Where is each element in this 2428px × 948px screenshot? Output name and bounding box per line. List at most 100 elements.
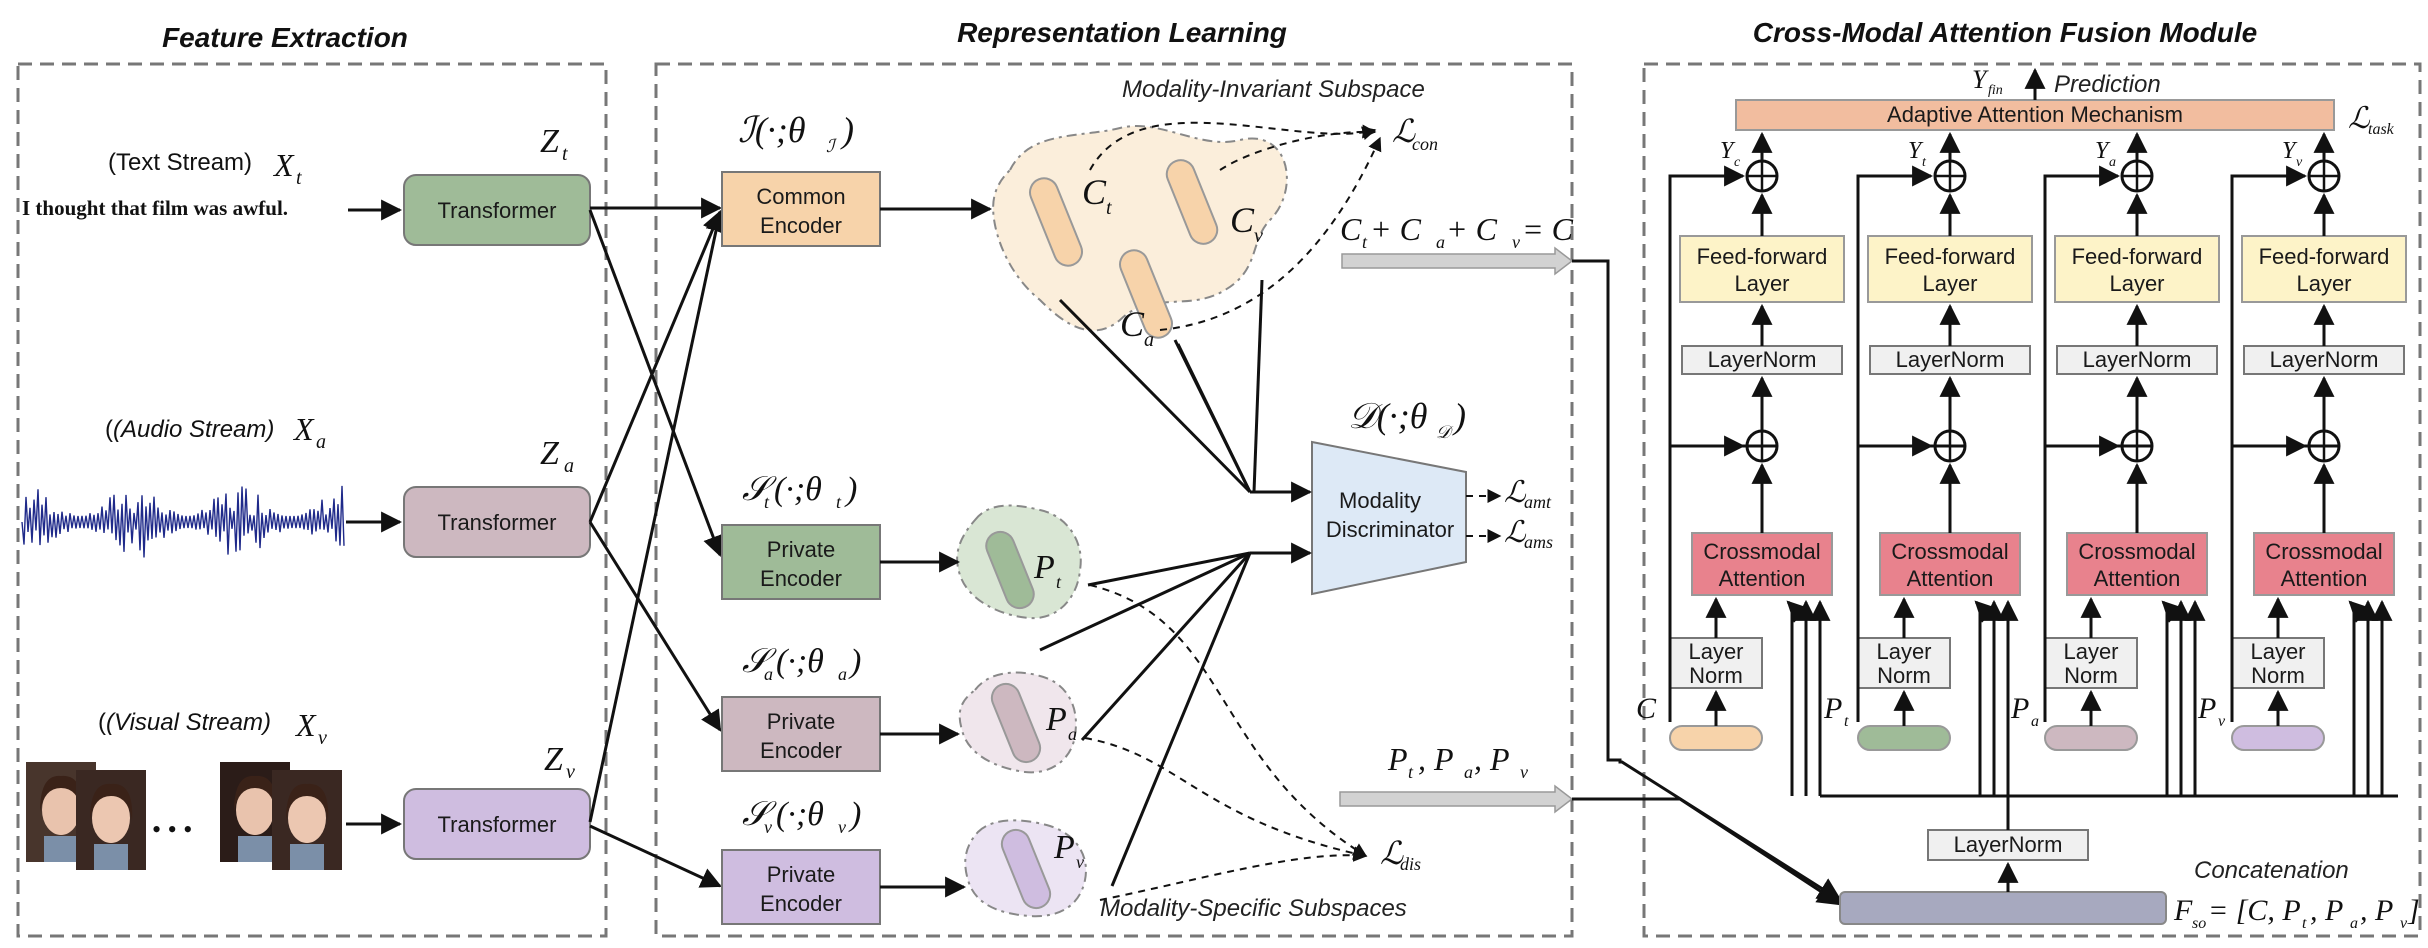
input-capsule-t: [1857, 725, 1951, 751]
layer-norm-label-1-c: Layer: [1688, 639, 1743, 664]
input-label-t: P: [1823, 692, 1842, 725]
svg-text:v: v: [764, 817, 772, 837]
bottom-layernorm-box: [1927, 829, 2089, 861]
layer-norm-label-1-t: Layer: [1876, 639, 1931, 664]
svg-text:): ): [848, 643, 861, 680]
svg-text:F: F: [2173, 894, 2193, 927]
l-amt-label: ℒ amt: [1504, 476, 1552, 512]
cma-label-2-a: Attention: [2094, 566, 2181, 591]
svg-text:v: v: [1254, 225, 1263, 247]
svg-text:𝒟(·;θ: 𝒟(·;θ: [1348, 396, 1427, 436]
y-c-sub: c: [1734, 155, 1741, 170]
prediction-label: Prediction: [2054, 71, 2161, 98]
z-a-label: Z a: [540, 435, 574, 477]
input-sub-v: v: [2218, 713, 2226, 730]
layer-norm-label-1-v: Layer: [2250, 639, 2305, 664]
svg-text:con: con: [1412, 134, 1438, 154]
svg-text:): ): [840, 110, 854, 150]
svg-text:amt: amt: [1524, 492, 1552, 512]
svg-text:= C: = C: [1522, 211, 1574, 247]
y-t-label: Y: [1908, 138, 1924, 164]
svg-text:ℒ: ℒ: [1380, 835, 1404, 871]
svg-text:ℐ(·;θ: ℐ(·;θ: [738, 110, 806, 150]
ffn-label-1-c: Feed-forward: [1697, 244, 1828, 269]
adaptive-attention-label: Adaptive Attention Mechanism: [1887, 102, 2183, 127]
l-ams-label: ℒ ams: [1504, 516, 1553, 552]
private-encoder-text-label-1: Private: [767, 537, 835, 562]
layer-norm-box-t: [1857, 637, 1951, 689]
pt-capsule: [985, 530, 1035, 610]
svg-text:(Visual Stream): (Visual Stream): [106, 709, 271, 736]
svg-text:P: P: [1033, 549, 1055, 586]
l-task-label: ℒ task: [2348, 102, 2395, 138]
text-sentence: I thought that film was awful.: [22, 196, 288, 220]
cma-label-2-t: Attention: [1907, 566, 1994, 591]
frames-ellipsis: • • •: [152, 815, 192, 844]
y-c-label: Y: [1720, 138, 1736, 164]
input-label-a: P: [2010, 692, 2029, 725]
c-feature-arrow: [1341, 246, 1574, 276]
input-capsule-c: [1669, 725, 1763, 751]
cma-label-1-c: Crossmodal: [1703, 539, 1820, 564]
visual-stream-label: ( (Visual Stream) X v: [98, 707, 327, 749]
svg-text:t: t: [2302, 915, 2307, 932]
svg-text:task: task: [2368, 121, 2395, 138]
svg-text:(·;θ: (·;θ: [776, 643, 824, 680]
private-encoder-visual-box: [721, 849, 881, 925]
ffn-label-1-t: Feed-forward: [1885, 244, 2016, 269]
svg-text:a: a: [316, 431, 326, 453]
layer-norm-label-2-a: Norm: [2064, 663, 2118, 688]
svg-text:): ): [848, 796, 861, 833]
layer-norm-label-2-c: Norm: [1689, 663, 1743, 688]
layer-norm-box-v: [2231, 637, 2325, 689]
svg-text:+ C: + C: [1446, 211, 1498, 247]
input-label-v: P: [2197, 692, 2216, 725]
section-title-fusion: Cross-Modal Attention Fusion Module: [1753, 17, 2257, 48]
f-so-label: F so = [C, P t , P a , P v ]: [2173, 894, 2420, 932]
pt-label: P t: [1033, 549, 1062, 592]
video-frames: • • •: [26, 762, 342, 870]
svg-text:v: v: [1512, 232, 1520, 252]
bus-to-cma-1-t: [1974, 600, 1997, 796]
y-fin-label: Y fin: [1972, 65, 2003, 98]
discriminator-label-2: Discriminator: [1326, 517, 1454, 542]
crossmodal-attention-box-v: [2253, 532, 2395, 596]
y-a-sub: a: [2109, 155, 2116, 170]
svg-text:v: v: [1520, 762, 1528, 782]
svg-text:, P: , P: [2310, 894, 2343, 927]
feature-extraction-panel: [16, 62, 608, 938]
common-func-label: ℐ(·;θ ℐ ): [738, 110, 854, 156]
residual-mid-t: [1856, 435, 1934, 722]
pa-label: P a: [1045, 701, 1077, 744]
ffn-label-2-c: Layer: [1734, 271, 1789, 296]
svg-text:+ C: + C: [1370, 211, 1422, 247]
svg-text:P: P: [1045, 701, 1067, 738]
svg-text:(: (: [98, 709, 106, 736]
routing-to-concat: [1572, 259, 1843, 906]
svg-text:t: t: [1106, 197, 1112, 219]
layernorm-label-v: LayerNorm: [2270, 347, 2379, 372]
residual-mid-c: [1668, 435, 1746, 722]
private-encoder-text-box: [721, 524, 881, 600]
l-dis-label: ℒ dis: [1380, 835, 1421, 874]
ffn-label-2-v: Layer: [2296, 271, 2351, 296]
visual-transformer-label: Transformer: [438, 812, 557, 837]
ca-label: C a: [1120, 304, 1154, 351]
residual-mid-a: [2043, 435, 2121, 722]
svg-text:t: t: [562, 143, 568, 165]
layer-norm-label-2-t: Norm: [1877, 663, 1931, 688]
svg-text:dis: dis: [1400, 854, 1421, 874]
visual-transformer-box: [403, 788, 591, 860]
private-discriminator-lines: [1039, 542, 1313, 887]
cma-label-1-v: Crossmodal: [2265, 539, 2382, 564]
pv-capsule: [1000, 828, 1052, 910]
svg-text:= [C, P: = [C, P: [2208, 894, 2301, 927]
ct-capsule: [1029, 177, 1083, 267]
svg-text:): ): [1452, 396, 1466, 436]
svg-text:t: t: [836, 492, 842, 512]
pv-label: P v: [1053, 829, 1084, 872]
svg-text:X: X: [294, 707, 317, 743]
common-encoder-label-2: Encoder: [760, 213, 842, 238]
svg-text:]: ]: [2407, 894, 2420, 927]
svg-text:P: P: [1387, 741, 1408, 777]
